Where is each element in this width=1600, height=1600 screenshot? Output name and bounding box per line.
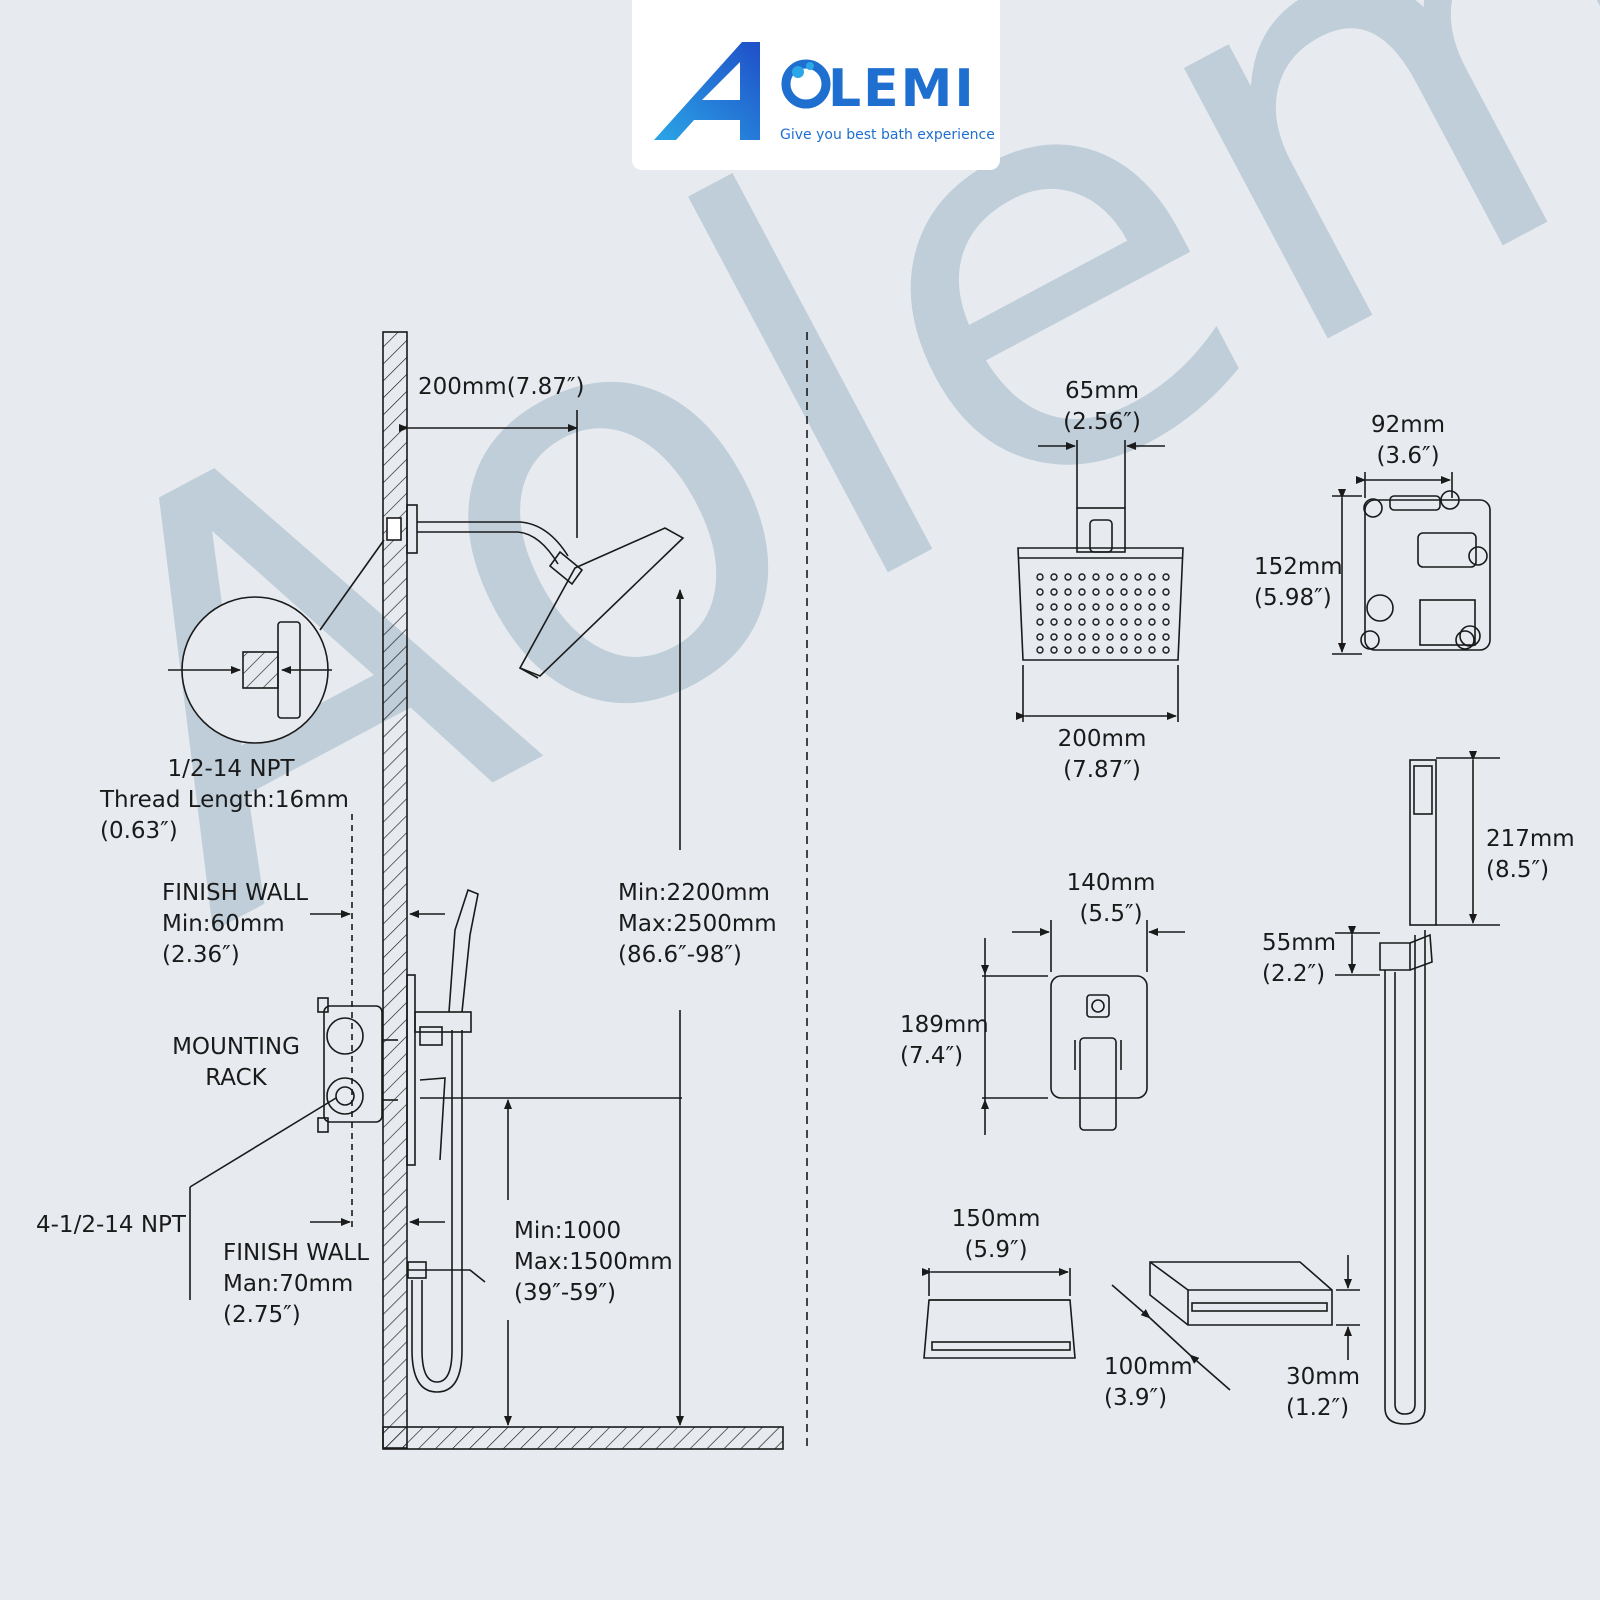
npt-outlets-label: 4-1/2-14 NPT bbox=[36, 1212, 186, 1238]
finish-wall-min-value: Min:60mm bbox=[162, 911, 285, 937]
handheld-length-label: 217mm (8.5″) bbox=[1486, 824, 1575, 886]
logo-card: LEMI Give you best bath experience bbox=[632, 0, 1000, 170]
holder-height-inch: (2.2″) bbox=[1262, 961, 1326, 987]
finish-wall-min-inch: (2.36″) bbox=[162, 942, 240, 968]
thread-spec-label: 1/2-14 NPT Thread Length:16mm (0.63″) bbox=[100, 754, 362, 847]
valve-height-label: Min:1000 Max:1500mm (39″-59″) bbox=[514, 1216, 673, 1309]
thread-detail bbox=[168, 539, 385, 744]
valve-body-height-inch: (5.98″) bbox=[1254, 585, 1332, 611]
spout-width-inch: (5.9″) bbox=[964, 1237, 1028, 1263]
arm-length-label: 200mm(7.87″) bbox=[418, 374, 585, 400]
mounting-rack-line2: RACK bbox=[205, 1065, 267, 1091]
head-neck-inch: (2.56″) bbox=[1063, 409, 1141, 435]
logo-drop-icon bbox=[781, 59, 831, 109]
thread-length-line: Thread Length:16mm bbox=[100, 787, 349, 813]
head-height-inch: (86.6″-98″) bbox=[618, 942, 742, 968]
valve-width-label: 92mm (3.6″) bbox=[1348, 410, 1468, 472]
trim-width-mm: 140mm bbox=[1066, 870, 1156, 896]
valve-body-height-mm: 152mm bbox=[1254, 554, 1343, 580]
spray-nozzles bbox=[1036, 573, 1170, 654]
thread-inch-line: (0.63″) bbox=[100, 818, 178, 844]
spout-height-label: 30mm (1.2″) bbox=[1286, 1362, 1360, 1424]
spout-depth-label: 100mm (3.9″) bbox=[1104, 1352, 1193, 1414]
svg-text:LEMI: LEMI bbox=[828, 59, 976, 119]
valve-height-min: Min:1000 bbox=[514, 1218, 622, 1244]
rain-shower-head bbox=[386, 504, 685, 679]
mounting-rack-line1: MOUNTING bbox=[172, 1034, 300, 1060]
trim-width-inch: (5.5″) bbox=[1079, 901, 1143, 927]
trim-height-mm: 189mm bbox=[900, 1012, 989, 1038]
spout-depth-mm: 100mm bbox=[1104, 1354, 1193, 1380]
thread-spec-line: 1/2-14 NPT bbox=[167, 756, 295, 782]
head-height-label: Min:2200mm Max:2500mm (86.6″-98″) bbox=[618, 878, 777, 971]
logo-a-mark bbox=[654, 42, 760, 140]
head-width-mm: 200mm bbox=[1057, 726, 1147, 752]
finish-wall-max-value: Man:70mm bbox=[223, 1271, 354, 1297]
finish-wall-max-label: FINISH WALL Man:70mm (2.75″) bbox=[223, 1238, 369, 1331]
trim-height-inch: (7.4″) bbox=[900, 1043, 964, 1069]
head-neck-mm: 65mm bbox=[1064, 378, 1140, 404]
holder-height-label: 55mm (2.2″) bbox=[1262, 928, 1336, 990]
valve-height-max: Max:1500mm bbox=[514, 1249, 673, 1275]
finish-wall-min-label: FINISH WALL Min:60mm (2.36″) bbox=[162, 878, 308, 971]
trim-height-label: 189mm (7.4″) bbox=[900, 1010, 989, 1072]
finish-wall-max-inch: (2.75″) bbox=[223, 1302, 301, 1328]
logo-tagline: Give you best bath experience bbox=[780, 127, 995, 143]
valve-width-mm: 92mm bbox=[1370, 412, 1446, 438]
handheld-shower-assembly bbox=[406, 888, 486, 1393]
valve-in-wall bbox=[317, 997, 398, 1133]
head-neck-label: 65mm (2.56″) bbox=[1040, 376, 1164, 438]
spout-depth-inch: (3.9″) bbox=[1104, 1385, 1168, 1411]
valve-width-inch: (3.6″) bbox=[1376, 443, 1440, 469]
rough-in-valve-body bbox=[1360, 490, 1491, 651]
valve-height-body-label: 152mm (5.98″) bbox=[1254, 552, 1343, 614]
head-width-label: 200mm (7.87″) bbox=[1040, 724, 1164, 786]
spout-width-label: 150mm (5.9″) bbox=[940, 1204, 1052, 1266]
head-height-min: Min:2200mm bbox=[618, 880, 770, 906]
shower-head-front bbox=[1017, 507, 1184, 661]
handheld-length-inch: (8.5″) bbox=[1486, 857, 1550, 883]
trim-width-label: 140mm (5.5″) bbox=[1054, 868, 1168, 930]
spout-height-inch: (1.2″) bbox=[1286, 1395, 1350, 1421]
valve-height-inch: (39″-59″) bbox=[514, 1280, 616, 1306]
handheld-shower bbox=[1379, 759, 1437, 1425]
spout-height-mm: 30mm bbox=[1286, 1364, 1361, 1390]
finish-wall-max-title: FINISH WALL bbox=[223, 1240, 370, 1266]
valve-trim-plate bbox=[1050, 975, 1148, 1131]
tub-spout-side bbox=[1149, 1261, 1333, 1326]
spout-width-mm: 150mm bbox=[951, 1206, 1041, 1232]
head-height-max: Max:2500mm bbox=[618, 911, 777, 937]
head-width-inch: (7.87″) bbox=[1063, 757, 1141, 783]
tub-spout-front bbox=[923, 1299, 1076, 1359]
holder-height-mm: 55mm bbox=[1262, 930, 1337, 956]
finish-wall-min-title: FINISH WALL bbox=[162, 880, 309, 906]
wall-section bbox=[382, 331, 408, 1449]
mounting-rack-label: MOUNTING RACK bbox=[160, 1032, 312, 1094]
floor-section bbox=[382, 1426, 784, 1450]
handheld-length-mm: 217mm bbox=[1486, 826, 1575, 852]
brand-logo: LEMI Give you best bath experience bbox=[654, 42, 995, 143]
